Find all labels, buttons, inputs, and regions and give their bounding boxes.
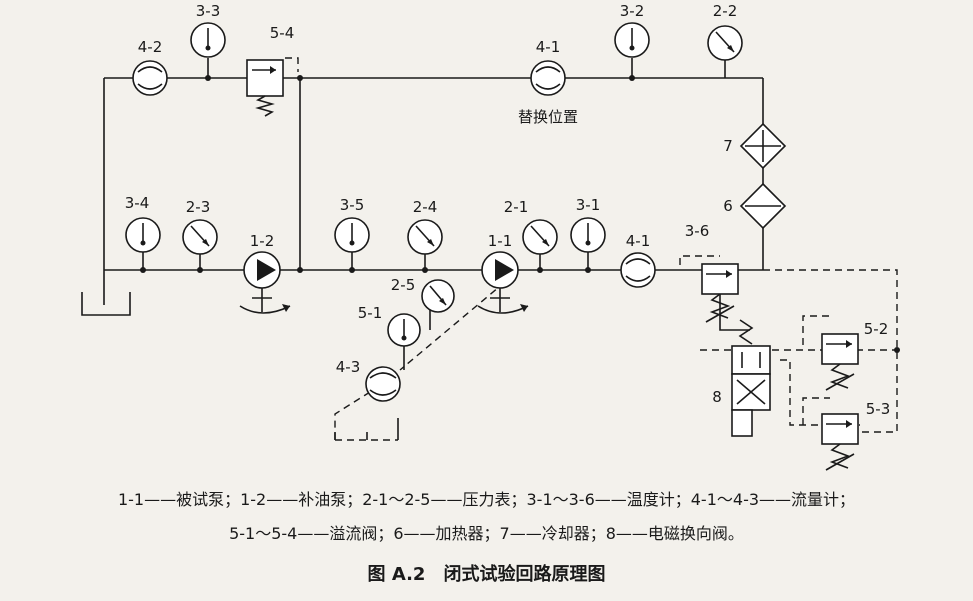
label-2-1: 2-1 xyxy=(504,198,529,216)
pressure-gauge-icon xyxy=(522,219,558,270)
label-4-1-top: 4-1 xyxy=(536,38,561,56)
relief-valve-icon xyxy=(701,263,739,323)
label-4-1: 4-1 xyxy=(626,232,651,250)
tank-line-4-3 xyxy=(334,391,371,440)
thermometer-icon xyxy=(387,313,421,370)
hydraulic-circuit-diagram: 3-3 3-2 3-4 3-5 3-1 xyxy=(81,2,900,471)
label-5-4: 5-4 xyxy=(270,24,295,42)
tank xyxy=(81,292,131,316)
label-3-1: 3-1 xyxy=(576,196,601,214)
label-6: 6 xyxy=(723,197,733,215)
relief-valve-icon xyxy=(821,413,859,471)
case-drain xyxy=(399,281,506,371)
pilot-5-4 xyxy=(285,57,299,72)
thermometer-icon xyxy=(190,22,226,78)
label-4-2: 4-2 xyxy=(138,38,163,56)
label-2-4: 2-4 xyxy=(413,198,438,216)
label-3-5: 3-5 xyxy=(340,196,365,214)
relief-valve-icon xyxy=(821,333,859,391)
figure-caption: 图 A.2 闭式试验回路原理图 xyxy=(367,564,606,585)
label-8: 8 xyxy=(712,388,722,406)
pilot-5-2 xyxy=(802,315,830,345)
pump-icon xyxy=(477,251,529,314)
thermometer-icon xyxy=(125,217,161,270)
thermometer-icon xyxy=(334,217,370,270)
label-2-2: 2-2 xyxy=(713,2,738,20)
label-2-5: 2-5 xyxy=(391,276,416,294)
heater-icon xyxy=(739,182,787,230)
pilot-lines xyxy=(285,57,898,440)
pressure-gauge-icon xyxy=(421,279,455,330)
replacement-position-note: 替换位置 xyxy=(518,108,578,126)
pressure-gauge-icon xyxy=(182,219,218,270)
label-5-2: 5-2 xyxy=(864,320,889,338)
drain-line xyxy=(763,269,898,433)
label-3-4: 3-4 xyxy=(125,194,150,212)
relief-valve-icon xyxy=(246,59,284,117)
pressure-gauge-icon xyxy=(707,25,743,78)
flowmeter-icon xyxy=(132,60,168,96)
label-3-3: 3-3 xyxy=(196,2,221,20)
solenoid-valve-icon xyxy=(731,319,771,437)
thermometer-icon xyxy=(614,22,650,78)
pilot-5-1 xyxy=(679,255,720,265)
legend-line-2: 5-1～5-4——溢流阀；6——加热器；7——冷却器；8——电磁换向阀。 xyxy=(229,524,744,543)
flowmeter-icon xyxy=(530,60,566,96)
flowmeter-icon xyxy=(365,366,401,402)
label-4-3: 4-3 xyxy=(336,358,361,376)
label-1-2: 1-2 xyxy=(250,232,275,250)
flowmeter-icon xyxy=(620,252,656,288)
pump-icon xyxy=(239,251,291,314)
pressure-gauge-icon xyxy=(407,219,443,270)
label-7: 7 xyxy=(723,137,733,155)
cooler-icon xyxy=(739,122,787,170)
label-1-1: 1-1 xyxy=(488,232,513,250)
legend-line-1: 1-1——被试泵；1-2——补油泵；2-1～2-5——压力表；3-1～3-6——… xyxy=(117,490,856,509)
label-5-3: 5-3 xyxy=(866,400,891,418)
thermometer-icon xyxy=(570,217,606,270)
pilot-5-3 xyxy=(802,397,830,425)
label-3-2: 3-2 xyxy=(620,2,645,20)
label-5-1: 3-6 xyxy=(685,222,710,240)
label-2-3: 2-3 xyxy=(186,198,211,216)
label-3-6: 5-1 xyxy=(358,304,383,322)
